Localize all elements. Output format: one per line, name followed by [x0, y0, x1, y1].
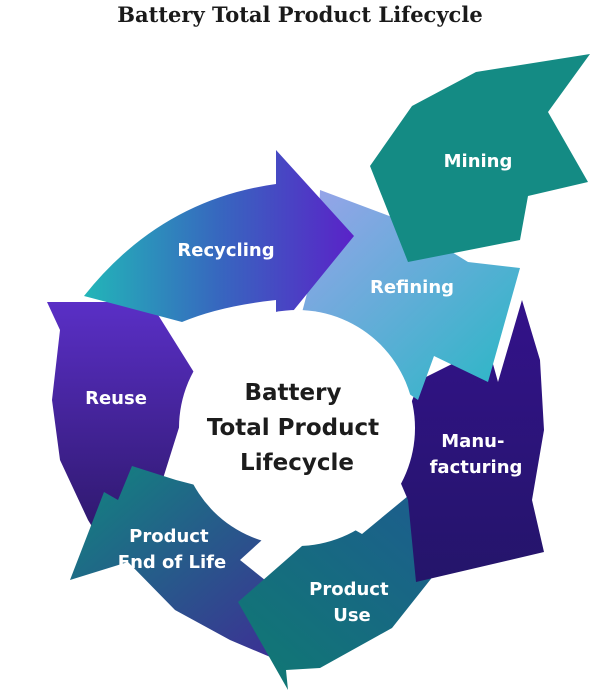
end-of-life-arrow	[70, 466, 300, 662]
center-label-line-2: Total Product	[207, 415, 379, 441]
mining-arrow	[370, 54, 590, 262]
product-use-arrow	[238, 496, 470, 690]
stage-label-end-of-life: Product End of Life	[118, 526, 226, 573]
stage-label-mining: Mining	[444, 151, 513, 172]
center-circle	[179, 310, 415, 546]
stage-label-product-use: Product Use	[309, 579, 395, 626]
stage-label-manufacturing: Manu- facturing	[430, 431, 523, 478]
reuse-arrow	[47, 302, 210, 556]
center-label-line-3: Lifecycle	[240, 450, 354, 476]
stage-label-refining: Refining	[370, 277, 454, 298]
stage-label-reuse: Reuse	[85, 388, 147, 409]
manufacturing-arrow	[390, 300, 544, 582]
center-label-line-1: Battery	[245, 380, 342, 406]
diagram-title: Battery Total Product Lifecycle	[117, 2, 483, 27]
recycling-arrow	[84, 150, 354, 332]
center-label: Battery Total Product Lifecycle	[207, 380, 387, 476]
stage-label-recycling: Recycling	[177, 240, 274, 261]
